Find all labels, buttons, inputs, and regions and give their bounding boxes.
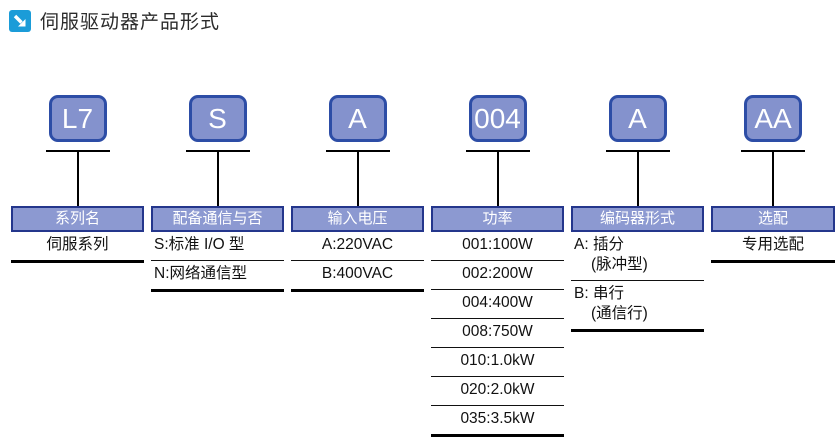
connector-crossbar [741, 150, 805, 152]
option-row: N:网络通信型 [151, 261, 284, 292]
code-box: A [608, 95, 667, 142]
option-row: B:400VAC [291, 261, 424, 292]
option-line: 020:2.0kW [460, 381, 535, 398]
options-list: A: 插分 (脉冲型) B: 串行 (通信行) [571, 232, 704, 332]
page-title: 伺服驱动器产品形式 [40, 12, 221, 33]
option-line: 004:400W [462, 294, 533, 311]
code-box: L7 [48, 95, 107, 142]
option-row: 004:400W [431, 290, 564, 319]
connector-line [76, 152, 79, 206]
option-line: A: 插分 [574, 236, 624, 253]
option-row: 伺服系列 [11, 232, 144, 263]
options-list: S:标准 I/O 型 N:网络通信型 [151, 232, 284, 292]
code-column-voltage: A 输入电压 A:220VAC B:400VAC [291, 95, 424, 292]
code-column-communication: S 配备通信与否 S:标准 I/O 型 N:网络通信型 [151, 95, 284, 292]
connector-line [216, 152, 219, 206]
option-line: B: 串行 [574, 285, 624, 302]
connector-crossbar [605, 150, 670, 152]
option-row: 008:750W [431, 319, 564, 348]
page-header: 伺服驱动器产品形式 [9, 7, 220, 34]
code-box: AA [744, 95, 802, 142]
option-line: 035:3.5kW [460, 410, 535, 427]
option-line: 010:1.0kW [460, 352, 535, 369]
connector-crossbar [185, 150, 250, 152]
option-line: (通信行) [591, 305, 648, 322]
option-row: B: 串行 (通信行) [571, 281, 704, 332]
option-row: 002:200W [431, 261, 564, 290]
field-label: 配备通信与否 [151, 206, 284, 232]
options-list: 伺服系列 [11, 232, 144, 263]
connector-line [772, 152, 774, 206]
options-list: 001:100W 002:200W 004:400W 008:750W 010:1.0k… [431, 232, 564, 437]
option-row: 专用选配 [711, 232, 835, 263]
option-line: B:400VAC [321, 265, 394, 282]
option-line: S:标准 I/O 型 [154, 236, 245, 253]
connector-crossbar [325, 150, 390, 152]
connector-line [356, 152, 359, 206]
field-label: 编码器形式 [571, 206, 704, 232]
field-label: 系列名 [11, 206, 144, 232]
option-line: 001:100W [462, 236, 533, 253]
option-line: N:网络通信型 [154, 265, 248, 282]
connector-crossbar [45, 150, 110, 152]
connector-crossbar [465, 150, 530, 152]
code-box: 004 [468, 95, 527, 142]
connector-line [496, 152, 499, 206]
option-line: 专用选配 [741, 236, 804, 253]
option-line: 伺服系列 [46, 236, 109, 253]
option-row: A:220VAC [291, 232, 424, 261]
code-box: A [328, 95, 387, 142]
option-line: A:220VAC [321, 236, 394, 253]
arrow-down-right-icon [9, 9, 31, 32]
code-box: S [188, 95, 247, 142]
code-column-series: L7 系列名 伺服系列 [11, 95, 144, 263]
option-row: 001:100W [431, 232, 564, 261]
code-column-encoder: A 编码器形式 A: 插分 (脉冲型) B: 串行 (通信行) [571, 95, 704, 332]
options-list: 专用选配 [711, 232, 835, 263]
field-label: 选配 [711, 206, 835, 232]
option-row: S:标准 I/O 型 [151, 232, 284, 261]
option-line: 002:200W [462, 265, 533, 282]
option-line: (脉冲型) [591, 256, 648, 273]
option-row: A: 插分 (脉冲型) [571, 232, 704, 281]
field-label: 功率 [431, 206, 564, 232]
code-column-option: AA 选配 专用选配 [711, 95, 835, 263]
option-row: 010:1.0kW [431, 348, 564, 377]
options-list: A:220VAC B:400VAC [291, 232, 424, 292]
option-row: 020:2.0kW [431, 377, 564, 406]
connector-line [636, 152, 639, 206]
field-label: 输入电压 [291, 206, 424, 232]
option-line: 008:750W [462, 323, 533, 340]
